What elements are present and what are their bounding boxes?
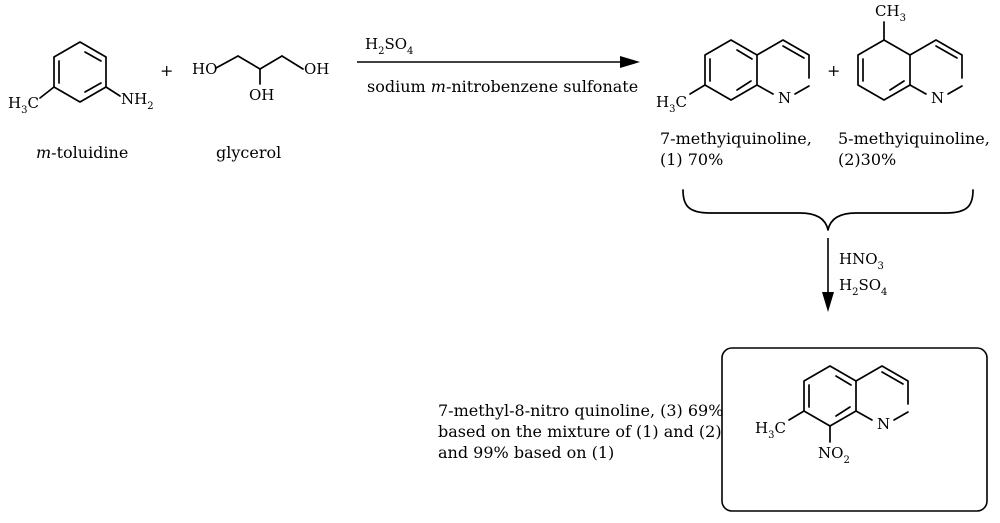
glycerol-oh-middle: OH	[249, 86, 274, 104]
final-ring-left	[803, 365, 857, 427]
product1-methyl-label: H3C	[656, 93, 687, 115]
product1-double-bond	[736, 80, 752, 91]
product2-n-label: N	[931, 89, 944, 107]
glycerol-bond	[215, 55, 239, 69]
final-nitro-label: NO2	[818, 444, 850, 466]
toluidine-nh2-label: NH2	[121, 90, 154, 112]
product1-name: 7-methyiquinoline,	[660, 129, 812, 148]
product-mixture-brace	[682, 189, 974, 231]
final-double-bond	[835, 375, 852, 386]
final-methyl-bond	[788, 410, 805, 421]
product2-structure: N CH3	[857, 2, 963, 107]
final-product-box	[721, 347, 988, 512]
step1-arrowhead	[620, 56, 640, 68]
final-ring-right	[855, 365, 909, 405]
product2-ring-right	[909, 39, 963, 79]
final-methyl-label: H3C	[755, 419, 786, 441]
product2-ring-right	[947, 85, 963, 95]
product1-ring-right	[756, 39, 810, 79]
product2-methyl-label: CH3	[875, 2, 906, 24]
product1-double-bond	[736, 49, 753, 60]
product2-name: 5-methyiquinoline,	[838, 129, 990, 148]
final-double-bond	[835, 406, 851, 417]
product2-ring-right	[909, 84, 927, 95]
final-ring-right	[855, 410, 873, 421]
step2-reagent-bottom: H2SO4	[839, 276, 887, 298]
final-product-structure: N H3C NO2	[755, 365, 909, 466]
final-n-label: N	[877, 415, 890, 433]
toluidine-c-bond	[39, 86, 55, 99]
product1-structure: N H3C	[656, 39, 810, 115]
final-product-desc-line2: based on the mixture of (1) and (2)	[438, 422, 722, 441]
glycerol-oh-right: OH	[304, 60, 329, 78]
toluidine-structure: NH2 H3C	[8, 41, 154, 116]
final-product-desc-line3: and 99% based on (1)	[438, 443, 614, 462]
toluidine-name: m-toluidine	[36, 143, 128, 162]
final-double-bond	[881, 371, 904, 385]
product1-ring-left	[704, 39, 758, 101]
product1-ring-right	[794, 85, 810, 95]
product1-methyl-bond	[689, 84, 706, 95]
product1-yield: (1) 70%	[660, 150, 723, 169]
glycerol-structure: HO OH OH	[192, 55, 329, 104]
glycerol-bond	[237, 55, 261, 70]
product1-double-bond	[782, 45, 805, 59]
plus-sign-1: +	[160, 61, 173, 80]
step2-reagent-top: HNO3	[839, 250, 884, 272]
step2-arrowhead	[822, 292, 834, 312]
glycerol-bond	[281, 55, 304, 70]
product1-ring-right	[756, 84, 774, 95]
product2-double-bond	[889, 80, 905, 91]
toluidine-double-bond	[84, 82, 102, 93]
glycerol-name: glycerol	[216, 143, 281, 162]
glycerol-oh-left: HO	[192, 60, 217, 78]
step1-reagent-bottom: sodium m-nitrobenzene sulfonate	[367, 77, 638, 96]
toluidine-ring	[53, 41, 107, 103]
toluidine-ch3-label: H3C	[8, 94, 39, 116]
glycerol-bond	[259, 55, 283, 70]
step1-reagent-top: H2SO4	[365, 35, 413, 57]
product2-yield: (2)30%	[838, 150, 896, 169]
final-product-desc-line1: 7-methyl-8-nitro quinoline, (3) 69%	[438, 401, 723, 420]
product2-double-bond	[935, 45, 958, 59]
plus-sign-2: +	[827, 61, 840, 80]
toluidine-n-bond	[105, 86, 121, 97]
product1-n-label: N	[778, 89, 791, 107]
toluidine-double-bond	[84, 51, 102, 62]
final-ring-right	[893, 411, 909, 421]
product2-ring-left	[857, 39, 911, 101]
